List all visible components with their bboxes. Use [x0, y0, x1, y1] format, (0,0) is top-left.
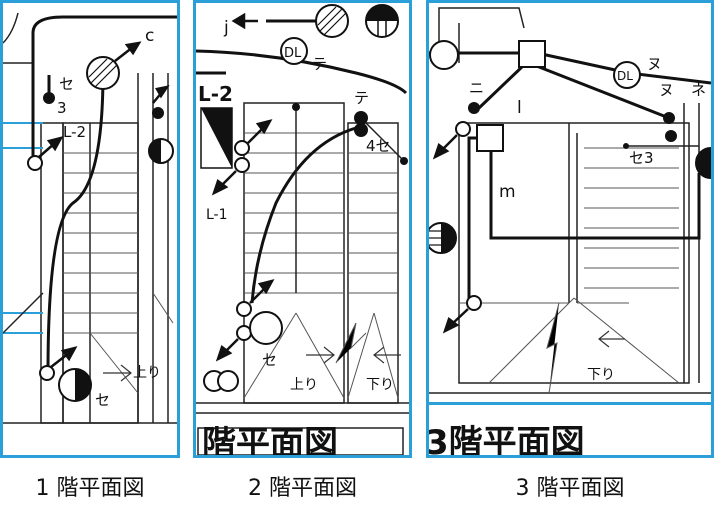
label-j: j: [223, 18, 229, 38]
label-up: 上り: [290, 377, 318, 393]
switch-circle-lower: [39, 365, 55, 381]
label-nu-2: ヌ: [659, 81, 674, 99]
wire-main: [46, 72, 105, 374]
label-l1: L-1: [206, 207, 228, 223]
plan-title-fragment: 階平面図: [448, 423, 585, 458]
label-se3: セ3: [629, 149, 654, 167]
floor-plan-panel-1: c セ 3 L-2 上り セ: [0, 0, 180, 458]
label-te-2: テ: [354, 89, 369, 107]
floor-plan-2-drawing: j DL テ テ 4セ L-2 L-1 セ 上り 下り 階平面図: [196, 4, 409, 455]
label-l2: L-2: [198, 82, 233, 106]
label-dl: DL: [284, 46, 302, 61]
label-ni: ニ: [469, 79, 484, 97]
label-te-1: テ: [312, 55, 327, 73]
floor-plan-panel-2: j DL テ テ 4セ L-2 L-1 セ 上り 下り 階平面図: [193, 0, 412, 458]
floor-plan-3-title-strip: 3階平面図: [426, 405, 714, 458]
caption-floor-1: 1 階平面図: [35, 476, 145, 501]
label-l2: L-2: [63, 123, 86, 141]
label-l: l: [517, 98, 522, 118]
floor-plan-1-drawing: c セ 3 L-2 上り セ: [3, 12, 177, 424]
switch-dot: [43, 92, 55, 104]
floor-plan-3-drawing: ニ l m DL ヌ ヌ ネ セ3 下り: [429, 7, 711, 394]
wire-diagonal: [3, 292, 44, 334]
label-4se: 4セ: [366, 137, 391, 155]
label-nu-1: ヌ: [647, 55, 662, 73]
label-3: 3: [57, 99, 67, 117]
label-se-bottom: セ: [95, 391, 110, 409]
label-dl: DL: [617, 69, 633, 83]
plan-title-fragment: 階平面図: [202, 424, 338, 455]
label-se: セ: [59, 75, 74, 93]
label-se: セ: [262, 351, 277, 369]
ceiling-light-fixture: [86, 56, 120, 90]
label-ne: ネ: [691, 81, 706, 99]
caption-floor-3: 3 階平面図: [515, 476, 625, 501]
floor-plan-panel-3: ニ l m DL ヌ ヌ ネ セ3 下り: [426, 0, 714, 405]
junction-box: [518, 40, 546, 68]
caption-floor-2: 2 階平面図: [248, 476, 357, 501]
label-c: c: [145, 26, 154, 46]
label-down: 下り: [587, 367, 615, 383]
plan-title-number: 3: [426, 423, 449, 458]
wire-top: [31, 15, 177, 163]
junction-box-2: [476, 124, 504, 152]
label-m: m: [499, 182, 516, 202]
label-down: 下り: [366, 377, 394, 393]
switch-circle: [27, 155, 43, 171]
label-up: 上り: [133, 365, 161, 381]
